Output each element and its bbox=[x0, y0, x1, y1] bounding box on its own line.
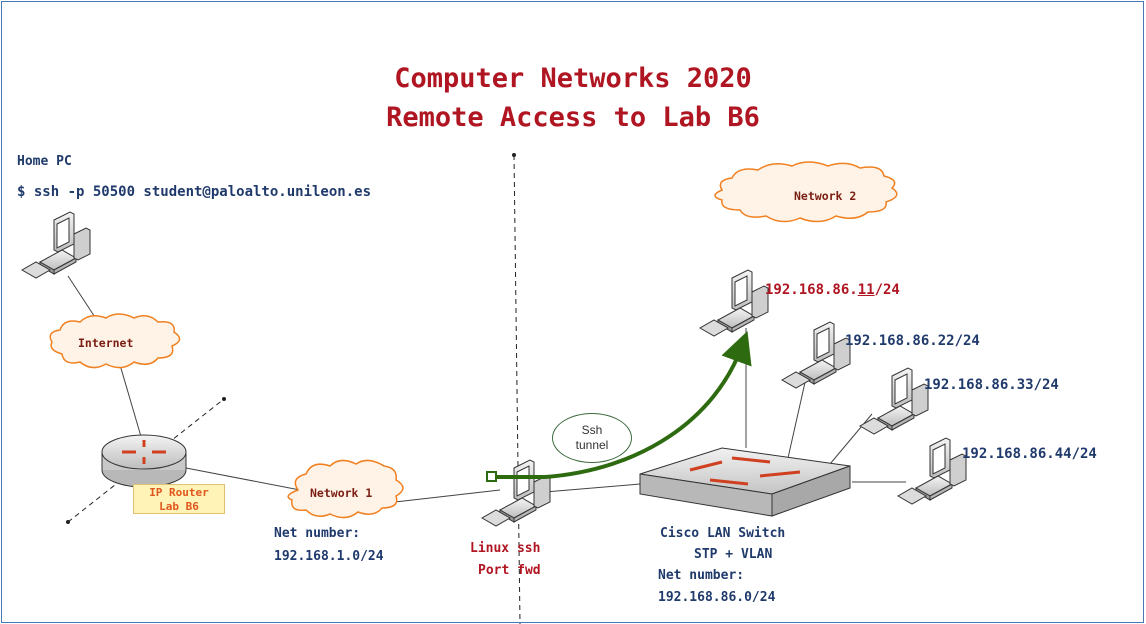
network2-cloud bbox=[714, 161, 898, 223]
switch-label-line1: Cisco LAN Switch bbox=[660, 526, 786, 541]
pc-11-icon bbox=[699, 269, 769, 337]
divider-line bbox=[513, 154, 521, 624]
ssh-tunnel-line1: Ssh bbox=[581, 423, 603, 437]
network1-net-value: 192.168.1.0/24 bbox=[274, 549, 384, 564]
host-11-ip-host: 11 bbox=[857, 282, 875, 298]
internet-cloud bbox=[49, 313, 181, 369]
linux-label-line2: Port fwd bbox=[478, 563, 541, 578]
host-22-ip: 192.168.86.22/24 bbox=[845, 333, 980, 349]
network1-net-label: Net number: bbox=[274, 526, 361, 541]
host-11-ip-prefix: 192.168.86. bbox=[765, 282, 858, 298]
host-11-ip: 192.168.86.11/24 bbox=[765, 282, 900, 298]
title-line-1: Computer Networks 2020 bbox=[394, 63, 752, 94]
title-line-2: Remote Access to Lab B6 bbox=[386, 102, 760, 133]
tunnel-port-icon bbox=[486, 471, 497, 482]
ssh-command: $ ssh -p 50500 student@paloalto.unileon.… bbox=[17, 184, 372, 200]
host-33-ip: 192.168.86.33/24 bbox=[924, 377, 1059, 393]
home-pc-icon bbox=[21, 211, 91, 279]
ssh-tunnel-line2: tunnel bbox=[575, 438, 609, 452]
switch-icon bbox=[639, 447, 851, 517]
home-pc-label: Home PC bbox=[17, 154, 72, 169]
network2-label: Network 2 bbox=[794, 189, 857, 203]
linux-label-line1: Linux ssh bbox=[470, 541, 541, 556]
network1-label: Network 1 bbox=[310, 486, 373, 500]
router-label-line2: Lab B6 bbox=[159, 500, 199, 513]
router-label: IP Router Lab B6 bbox=[133, 484, 225, 514]
switch-label-line2: STP + VLAN bbox=[694, 547, 773, 562]
switch-net-label: Net number: bbox=[658, 568, 745, 583]
host-44-ip: 192.168.86.44/24 bbox=[962, 446, 1097, 462]
pc-44-icon bbox=[897, 437, 967, 505]
pc-22-icon bbox=[781, 321, 851, 389]
network1-cloud bbox=[287, 459, 404, 519]
linux-pc-icon bbox=[481, 459, 551, 527]
pc-33-icon bbox=[859, 367, 929, 435]
router-label-line1: IP Router bbox=[149, 486, 209, 499]
switch-net-value: 192.168.86.0/24 bbox=[658, 590, 776, 605]
host-11-ip-suffix: /24 bbox=[874, 282, 900, 298]
ssh-tunnel-bubble: Ssh tunnel bbox=[552, 413, 632, 463]
router-icon bbox=[101, 434, 187, 488]
ssh-tunnel-arrow bbox=[496, 330, 752, 479]
internet-label: Internet bbox=[78, 336, 134, 350]
